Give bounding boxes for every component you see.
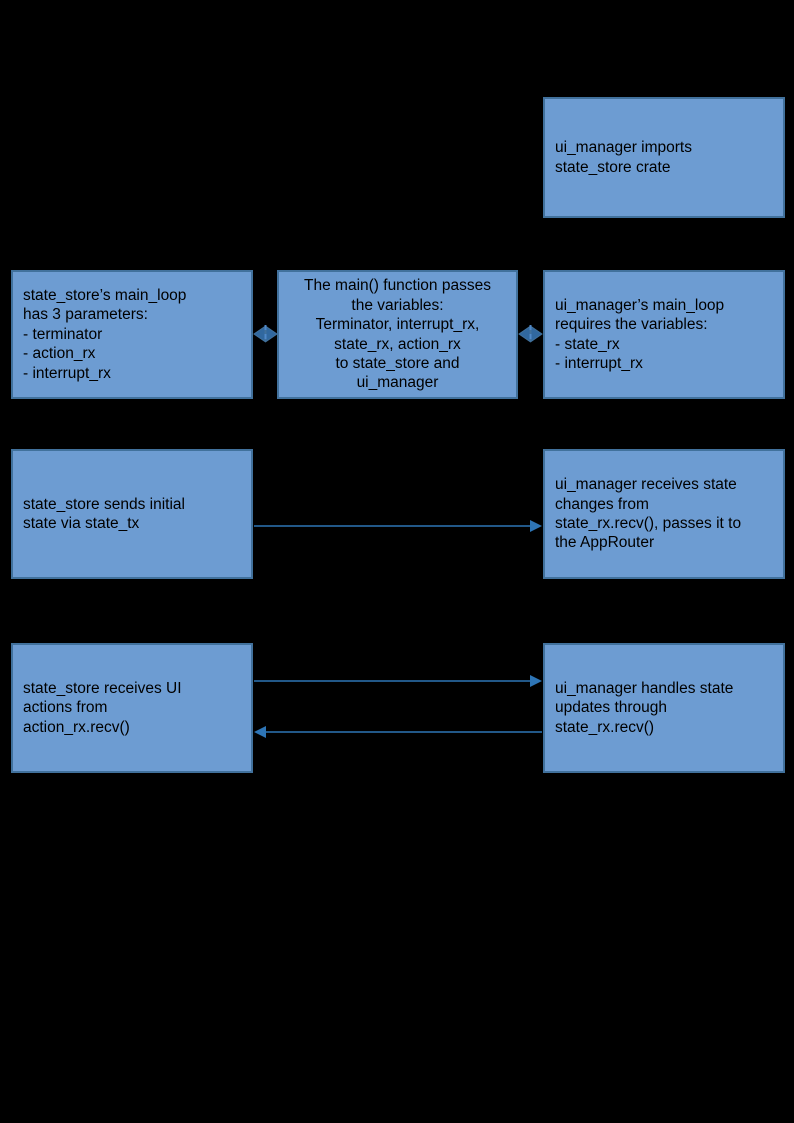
node-text: state_store’s main_loop has 3 parameters… (23, 286, 187, 382)
node-ui-manager-handles: ui_manager handles state updates through… (543, 643, 785, 773)
node-text: ui_manager imports state_store crate (555, 139, 692, 176)
node-text: state_store receives UI actions from act… (23, 679, 182, 736)
node-text: The main() function passes the variables… (304, 277, 491, 392)
node-state-store-receives: state_store receives UI actions from act… (11, 643, 253, 773)
node-text: state_store sends initial state via stat… (23, 495, 185, 532)
arrow-ui-actions-left (254, 726, 542, 738)
node-main-function-passes: The main() function passes the variables… (277, 270, 518, 399)
node-state-store-sends: state_store sends initial state via stat… (11, 449, 253, 579)
node-text: ui_manager handles state updates through… (555, 679, 734, 736)
double-arrow-connector-right (518, 325, 543, 343)
double-arrow-connector-left (253, 325, 278, 343)
arrow-ui-actions-right (254, 675, 542, 687)
arrow-initial-state (254, 520, 542, 532)
node-state-store-main-loop: state_store’s main_loop has 3 parameters… (11, 270, 253, 399)
node-text: ui_manager’s main_loop requires the vari… (555, 296, 725, 372)
node-text: ui_manager receives state changes from s… (555, 476, 742, 552)
node-ui-manager-main-loop: ui_manager’s main_loop requires the vari… (543, 270, 785, 399)
node-ui-manager-receives: ui_manager receives state changes from s… (543, 449, 785, 579)
node-ui-manager-imports: ui_manager imports state_store crate (543, 97, 785, 218)
